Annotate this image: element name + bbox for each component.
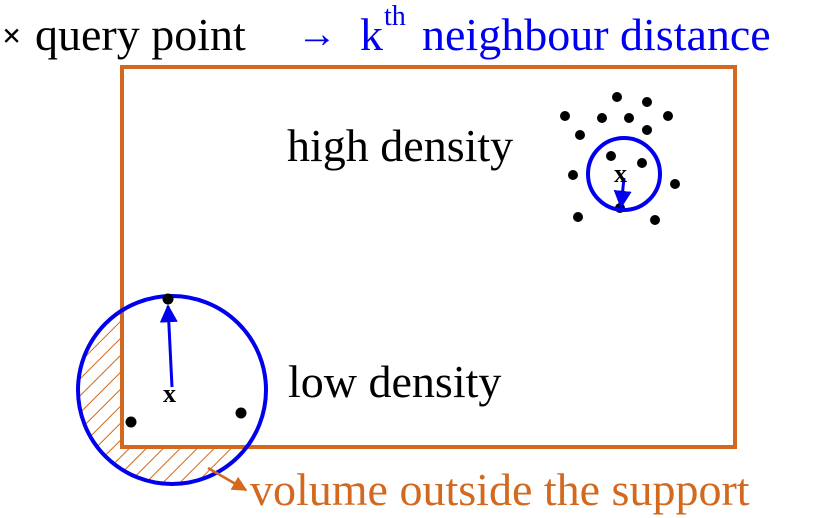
low-density-points: [125, 293, 247, 428]
data-point: [624, 113, 634, 123]
data-point: [597, 113, 607, 123]
data-point: [125, 416, 137, 428]
query-marker-icon: ×: [2, 18, 21, 55]
high-density-label: high density: [287, 120, 513, 171]
support-box: [120, 65, 737, 449]
legend: × query point → k th neighbour distance: [2, 1, 771, 60]
neighbour-distance-label: neighbour distance: [422, 9, 771, 60]
low-density-distance-arrow: [159, 304, 178, 388]
data-point: [650, 215, 660, 225]
data-point: [560, 111, 570, 121]
data-point: [162, 293, 174, 305]
volume-annotation-arrow: [207, 466, 248, 492]
kth-superscript-label: th: [384, 1, 406, 32]
data-point: [573, 212, 583, 222]
high-density-query-mark: x: [614, 159, 627, 188]
data-point: [235, 407, 247, 419]
low-density-query-mark: x: [163, 379, 176, 408]
data-point: [612, 92, 622, 102]
low-density-label: low density: [288, 356, 501, 407]
data-point: [606, 151, 616, 161]
data-point: [568, 170, 578, 180]
right-arrow-icon: →: [297, 11, 337, 56]
high-density-neighbour-circle: [586, 136, 662, 212]
query-point-label: query point: [35, 9, 246, 60]
data-point: [642, 125, 652, 135]
data-point: [663, 111, 673, 121]
data-point: [642, 97, 652, 107]
high-density-distance-arrow: [613, 177, 632, 209]
data-point: [575, 130, 585, 140]
data-point: [670, 179, 680, 189]
kth-base-label: k: [360, 9, 383, 60]
volume-outside-support-label: volume outside the support: [250, 464, 750, 515]
data-point: [637, 158, 647, 168]
